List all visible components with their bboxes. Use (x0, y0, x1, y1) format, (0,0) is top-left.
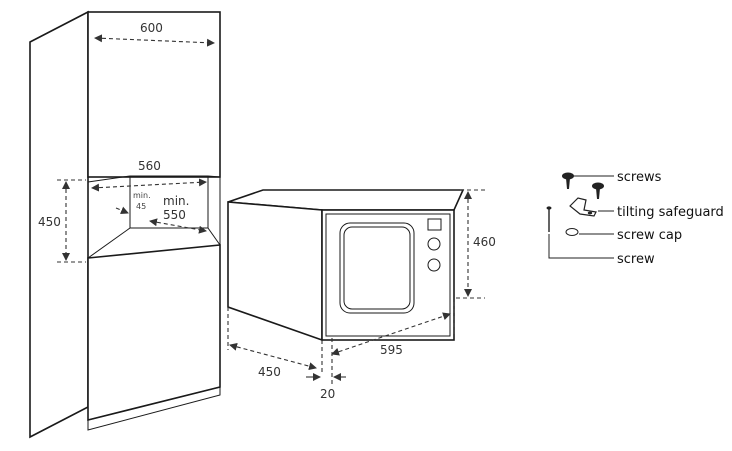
dim-front-offset: 20 (306, 338, 346, 401)
oven-display (427, 218, 442, 231)
legend-tilting-safeguard: tilting safeguard (617, 205, 724, 220)
dim-min-gap-prefix: min. (133, 191, 151, 200)
dim-niche-width: 560 (91, 159, 207, 192)
cabinet-plinth (87, 386, 221, 431)
dim-oven-width: 595 (321, 302, 455, 372)
screws-icon (562, 172, 604, 199)
dim-20-label: 20 (320, 387, 335, 401)
dim-460-label: 460 (473, 235, 496, 249)
cabinet-upper-door (87, 11, 221, 178)
tall-cabinet (29, 10, 221, 439)
dim-min-gap-value: 45 (136, 202, 146, 211)
screw-icon (546, 206, 552, 232)
niche-floor-edge-right (207, 227, 221, 246)
dim-oven-height: 460 (456, 189, 496, 299)
dim-niche-height: 450 (38, 179, 86, 263)
dim-595-label: 595 (380, 343, 403, 357)
dim-min-depth-value: 550 (163, 208, 186, 222)
oven-knob-lower (427, 258, 441, 272)
cabinet-niche-frame (87, 177, 221, 259)
niche-floor-edge-left (87, 227, 131, 259)
dim-450-niche-label: 450 (38, 215, 61, 229)
microwave-oven (227, 189, 465, 342)
legend-screw-cap: screw cap (617, 228, 682, 243)
tilting-safeguard-icon (569, 197, 597, 217)
dim-min-depth: min. 550 (149, 194, 207, 234)
dim-min-depth-prefix: min. (163, 194, 189, 208)
cabinet-lower-door (87, 244, 221, 422)
legend-screws: screws (617, 170, 662, 185)
parts-legend: screws tilting safeguard screw cap screw (546, 170, 724, 267)
oven-window-inner (343, 226, 411, 310)
dim-600-label: 600 (140, 21, 163, 35)
dim-min-gap: min. 45 (115, 191, 151, 214)
dim-560-label: 560 (138, 159, 161, 173)
screw-cap-icon (565, 228, 579, 236)
oven-side (227, 201, 323, 342)
dim-oven-depth: 450 (227, 307, 317, 379)
oven-knob-upper (427, 237, 441, 251)
dim-450-depth-label: 450 (258, 365, 281, 379)
legend-screw: screw (617, 252, 655, 267)
dim-cabinet-width: 600 (94, 21, 215, 47)
